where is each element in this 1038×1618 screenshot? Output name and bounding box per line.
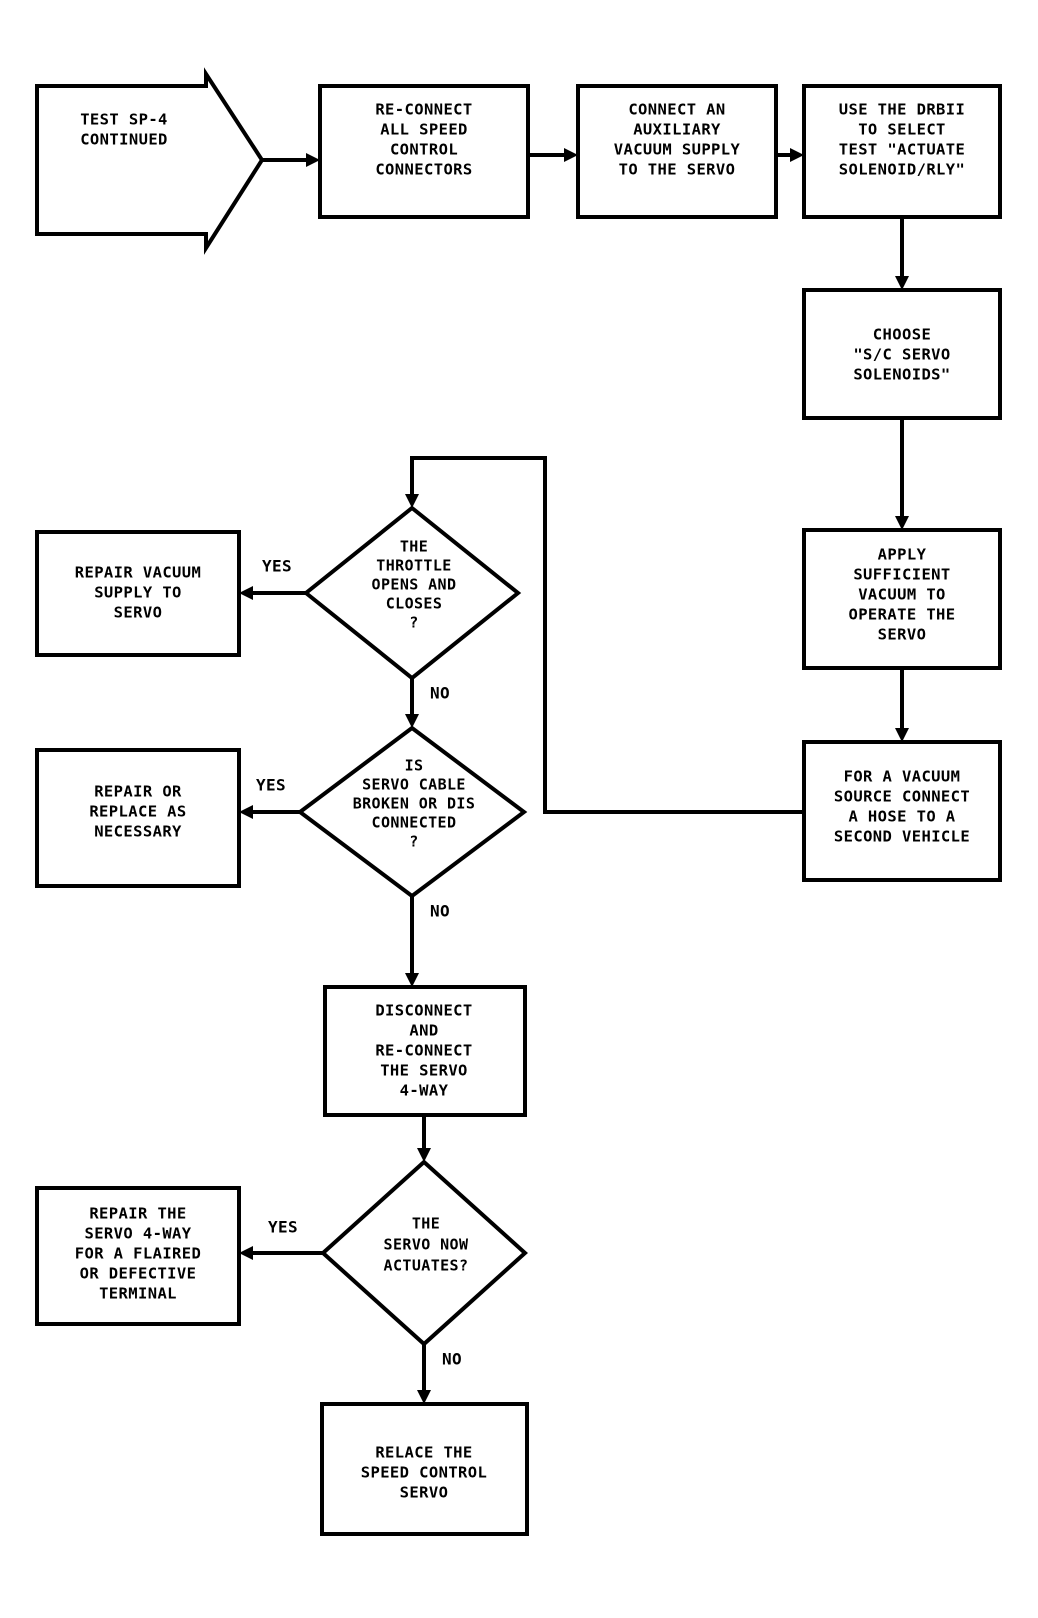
edge-label-throttle-yes: YES bbox=[262, 557, 292, 576]
throttle-decision-line-4: ? bbox=[409, 614, 418, 632]
node-vacuum-source[interactable]: FOR A VACUUM SOURCE CONNECT A HOSE TO A … bbox=[802, 740, 1002, 882]
servo-actuates-line-2: ACTUATES? bbox=[384, 1257, 469, 1275]
repair-vacuum-supply-line-2: SERVO bbox=[114, 604, 163, 622]
edge-label-actuates-yes: YES bbox=[268, 1218, 298, 1237]
edge-start-to-reconnect bbox=[262, 153, 320, 167]
edge-apply-to-vacuum-source bbox=[895, 668, 909, 742]
reconnect-connectors-line-3: CONNECTORS bbox=[375, 161, 472, 179]
repair-servo-4way-line-1: SERVO 4-WAY bbox=[84, 1225, 191, 1243]
edge-vacuum-source-to-throttle bbox=[405, 456, 804, 814]
edge-aux-vacuum-to-drbii bbox=[776, 148, 804, 162]
choose-sc-servo-line-1: "S/C SERVO bbox=[853, 346, 950, 364]
throttle-decision-line-0: THE bbox=[400, 538, 428, 556]
apply-vacuum-line-0: APPLY bbox=[878, 546, 927, 564]
apply-vacuum-line-1: SUFFICIENT bbox=[853, 566, 950, 584]
node-throttle-decision[interactable]: THE THROTTLE OPENS AND CLOSES ? bbox=[302, 505, 522, 681]
node-repair-vacuum-supply[interactable]: REPAIR VACUUM SUPPLY TO SERVO bbox=[35, 530, 241, 657]
edge-actuates-no: NO bbox=[417, 1344, 462, 1404]
disconnect-reconnect-line-3: THE SERVO bbox=[380, 1062, 468, 1080]
throttle-decision-line-1: THROTTLE bbox=[376, 557, 451, 575]
choose-sc-servo-line-2: SOLENOIDS" bbox=[853, 366, 950, 384]
repair-servo-4way-line-3: OR DEFECTIVE bbox=[80, 1265, 197, 1283]
edge-label-actuates-no: NO bbox=[442, 1350, 462, 1369]
cable-decision-line-3: CONNECTED bbox=[372, 814, 457, 832]
replace-servo-line-0: RELACE THE bbox=[375, 1444, 472, 1462]
connect-aux-vacuum-line-3: TO THE SERVO bbox=[619, 161, 736, 179]
repair-servo-4way-line-0: REPAIR THE bbox=[89, 1205, 186, 1223]
edge-drbii-to-choose bbox=[895, 217, 909, 290]
apply-vacuum-line-3: OPERATE THE bbox=[848, 606, 955, 624]
replace-servo-line-1: SPEED CONTROL bbox=[361, 1464, 488, 1482]
edge-throttle-no: NO bbox=[405, 678, 450, 728]
reconnect-connectors-line-2: CONTROL bbox=[390, 141, 458, 159]
node-replace-servo[interactable]: RELACE THE SPEED CONTROL SERVO bbox=[320, 1402, 529, 1536]
repair-servo-4way-line-2: FOR A FLAIRED bbox=[75, 1245, 202, 1263]
repair-servo-4way-line-4: TERMINAL bbox=[99, 1285, 177, 1303]
use-drbii-line-2: TEST "ACTUATE bbox=[839, 141, 966, 159]
node-apply-vacuum[interactable]: APPLY SUFFICIENT VACUUM TO OPERATE THE S… bbox=[802, 528, 1002, 670]
node-disconnect-reconnect[interactable]: DISCONNECT AND RE-CONNECT THE SERVO 4-WA… bbox=[323, 985, 527, 1117]
replace-servo-line-2: SERVO bbox=[400, 1484, 449, 1502]
disconnect-reconnect-line-0: DISCONNECT bbox=[375, 1002, 472, 1020]
throttle-decision-line-2: OPENS AND bbox=[372, 576, 457, 594]
start-banner-line-1: CONTINUED bbox=[80, 131, 168, 149]
reconnect-connectors-line-1: ALL SPEED bbox=[380, 121, 468, 139]
edge-label-cable-yes: YES bbox=[256, 776, 286, 795]
edge-label-cable-no: NO bbox=[430, 902, 450, 921]
node-cable-decision[interactable]: IS SERVO CABLE BROKEN OR DIS CONNECTED ? bbox=[296, 725, 528, 899]
connect-aux-vacuum-line-0: CONNECT AN bbox=[628, 101, 725, 119]
start-banner-line-0: TEST SP-4 bbox=[80, 111, 168, 129]
repair-or-replace-line-1: REPLACE AS bbox=[89, 803, 186, 821]
edge-throttle-yes: YES bbox=[239, 557, 306, 600]
node-start-banner[interactable]: TEST SP-4 CONTINUED bbox=[35, 67, 265, 255]
use-drbii-line-0: USE THE DRBII bbox=[839, 101, 966, 119]
vacuum-source-line-1: SOURCE CONNECT bbox=[834, 788, 970, 806]
node-use-drbii[interactable]: USE THE DRBII TO SELECT TEST "ACTUATE SO… bbox=[802, 84, 1002, 219]
cable-decision-line-1: SERVO CABLE bbox=[362, 776, 466, 794]
reconnect-connectors-line-0: RE-CONNECT bbox=[375, 101, 472, 119]
connect-aux-vacuum-line-1: AUXILIARY bbox=[633, 121, 721, 139]
servo-actuates-line-0: THE bbox=[412, 1215, 440, 1233]
repair-or-replace-line-2: NECESSARY bbox=[94, 823, 182, 841]
use-drbii-line-3: SOLENOID/RLY" bbox=[839, 161, 966, 179]
node-repair-servo-4way[interactable]: REPAIR THE SERVO 4-WAY FOR A FLAIRED OR … bbox=[35, 1186, 241, 1326]
edge-actuates-yes: YES bbox=[239, 1218, 323, 1260]
edge-label-throttle-no: NO bbox=[430, 684, 450, 703]
vacuum-source-line-0: FOR A VACUUM bbox=[844, 768, 961, 786]
node-choose-sc-servo[interactable]: CHOOSE "S/C SERVO SOLENOIDS" bbox=[802, 288, 1002, 420]
edge-choose-to-apply-vacuum bbox=[895, 418, 909, 530]
edge-cable-yes: YES bbox=[239, 776, 300, 819]
node-connect-aux-vacuum[interactable]: CONNECT AN AUXILIARY VACUUM SUPPLY TO TH… bbox=[576, 84, 778, 219]
cable-decision-line-0: IS bbox=[405, 757, 424, 775]
use-drbii-line-1: TO SELECT bbox=[858, 121, 946, 139]
repair-vacuum-supply-line-0: REPAIR VACUUM bbox=[75, 564, 202, 582]
edge-cable-no: NO bbox=[405, 896, 450, 987]
vacuum-source-line-3: SECOND VEHICLE bbox=[834, 828, 970, 846]
node-servo-actuates-decision[interactable]: THE SERVO NOW ACTUATES? bbox=[320, 1159, 528, 1347]
repair-or-replace-line-0: REPAIR OR bbox=[94, 783, 182, 801]
throttle-decision-line-3: CLOSES bbox=[386, 595, 443, 613]
cable-decision-line-2: BROKEN OR DIS bbox=[353, 795, 476, 813]
node-reconnect-connectors[interactable]: RE-CONNECT ALL SPEED CONTROL CONNECTORS bbox=[318, 84, 530, 219]
disconnect-reconnect-line-2: RE-CONNECT bbox=[375, 1042, 472, 1060]
edge-disconnect-to-actuates bbox=[417, 1115, 431, 1162]
servo-actuates-line-1: SERVO NOW bbox=[384, 1236, 469, 1254]
node-repair-or-replace[interactable]: REPAIR OR REPLACE AS NECESSARY bbox=[35, 748, 241, 888]
apply-vacuum-line-2: VACUUM TO bbox=[858, 586, 946, 604]
connect-aux-vacuum-line-2: VACUUM SUPPLY bbox=[614, 141, 741, 159]
apply-vacuum-line-4: SERVO bbox=[878, 626, 927, 644]
cable-decision-line-4: ? bbox=[409, 833, 418, 851]
vacuum-source-line-2: A HOSE TO A bbox=[848, 808, 955, 826]
disconnect-reconnect-line-4: 4-WAY bbox=[400, 1082, 449, 1100]
disconnect-reconnect-line-1: AND bbox=[409, 1022, 438, 1040]
edge-reconnect-to-aux-vacuum bbox=[528, 148, 578, 162]
repair-vacuum-supply-line-1: SUPPLY TO bbox=[94, 584, 182, 602]
choose-sc-servo-line-0: CHOOSE bbox=[873, 326, 931, 344]
